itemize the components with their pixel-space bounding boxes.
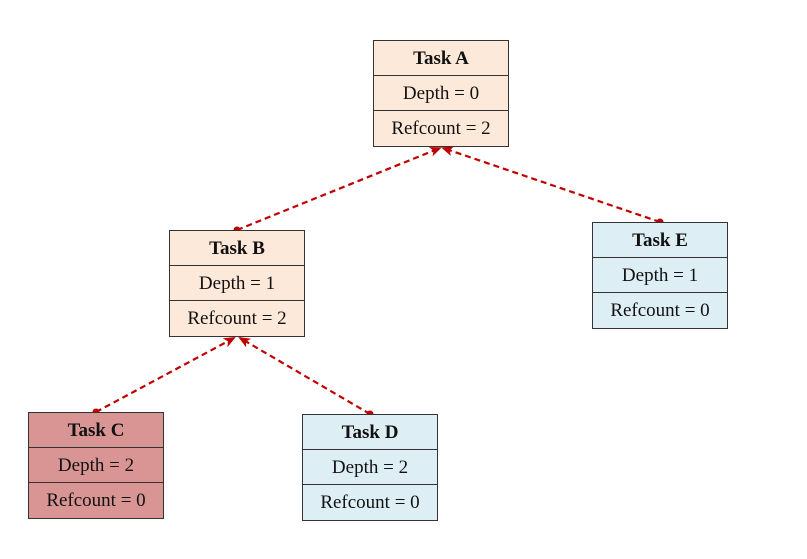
task-d-refcount: Refcount = 0: [320, 492, 420, 513]
task-b-refcount: Refcount = 2: [187, 308, 287, 329]
task-a-depth: Depth = 0: [374, 76, 508, 111]
task-e-title: Task E: [593, 223, 727, 258]
task-c-node: Task C Depth = 2 Refcount = 0: [28, 412, 164, 519]
edge-c-to-b: [92, 337, 236, 416]
task-d-node: Task D Depth = 2 Refcount = 0: [302, 414, 438, 521]
task-c-refcount: Refcount = 0: [46, 490, 146, 511]
task-e-refcount: Refcount = 0: [610, 300, 710, 321]
task-a-node: Task A Depth = 0 Refcount = 2: [373, 40, 509, 147]
task-c-title: Task C: [29, 413, 163, 448]
task-a-title: Task A: [374, 41, 508, 76]
task-b-title: Task B: [170, 231, 304, 266]
task-a-refcount: Refcount = 2: [391, 118, 491, 139]
edge-d-to-b: [238, 336, 374, 418]
edge-e-to-a: [441, 146, 664, 226]
task-e-depth: Depth = 1: [593, 258, 727, 293]
task-d-depth: Depth = 2: [303, 450, 437, 485]
task-d-title: Task D: [303, 415, 437, 450]
task-e-node: Task E Depth = 1 Refcount = 0: [592, 222, 728, 329]
task-c-depth: Depth = 2: [29, 448, 163, 483]
task-b-node: Task B Depth = 1 Refcount = 2: [169, 230, 305, 337]
edge-b-to-a: [233, 146, 442, 234]
task-b-depth: Depth = 1: [170, 266, 304, 301]
